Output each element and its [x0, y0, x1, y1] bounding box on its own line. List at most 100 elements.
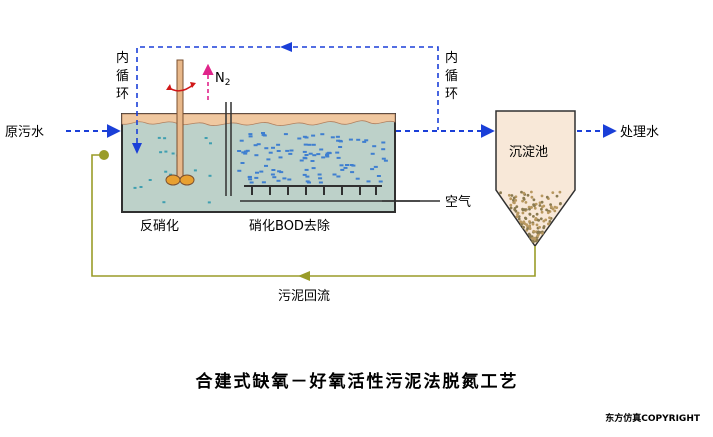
- bubble: [336, 175, 341, 178]
- bubble: [339, 164, 344, 167]
- sludge-particle: [510, 194, 514, 197]
- sludge-particle: [532, 198, 536, 202]
- sludge-particle: [509, 203, 513, 207]
- sludge-particle: [526, 227, 529, 231]
- bubble: [253, 144, 258, 147]
- sludge-particle: [513, 201, 516, 205]
- bubble: [271, 169, 276, 171]
- bubble: [310, 160, 315, 162]
- sludge-particle: [512, 198, 515, 202]
- sludge-particle: [537, 230, 540, 234]
- bubble: [335, 151, 340, 154]
- bubble: [311, 134, 316, 137]
- bubble: [330, 136, 335, 139]
- bubble: [307, 143, 312, 146]
- sludge-particle: [542, 226, 546, 230]
- sedimentation-tank-label: 沉淀池: [509, 145, 548, 160]
- bubble: [164, 150, 168, 153]
- bubble: [336, 156, 341, 159]
- bubble: [304, 154, 309, 156]
- bubble: [318, 177, 323, 180]
- stirrer-icon: [165, 59, 196, 186]
- bubble: [249, 181, 254, 184]
- sludge-particle: [551, 207, 555, 211]
- sludge-particle: [532, 215, 535, 218]
- sludge-particle: [559, 202, 562, 205]
- inner-circulation-loop: [132, 42, 439, 154]
- sludge-particle: [539, 217, 543, 221]
- sludge-return-loop: [91, 150, 536, 281]
- bubble: [243, 152, 248, 155]
- bubble: [318, 181, 323, 184]
- sludge-particle: [507, 193, 511, 197]
- bubble: [271, 146, 275, 149]
- bubble: [345, 164, 349, 166]
- bubble: [383, 159, 388, 162]
- sludge-particle: [537, 218, 541, 222]
- bubble: [381, 148, 386, 151]
- sludge-particle: [522, 191, 526, 195]
- bubble: [381, 157, 386, 160]
- bubble: [207, 201, 211, 204]
- n2-label: N2: [215, 71, 230, 88]
- nitrification-bod-label: 硝化BOD去除: [249, 219, 330, 234]
- bubble: [319, 148, 324, 151]
- bubble: [270, 173, 275, 176]
- raw-sewage-label: 原污水: [5, 125, 44, 140]
- sludge-particle: [548, 220, 552, 223]
- bubble: [376, 175, 381, 177]
- bubble: [164, 170, 168, 173]
- bubble: [240, 162, 245, 164]
- diagram-title: 合建式缺氧－好氧活性污泥法脱氮工艺: [196, 371, 519, 392]
- bubble: [254, 176, 259, 179]
- inner-circulation-label-left-2: 循: [116, 69, 129, 84]
- bubble: [303, 143, 308, 146]
- bubble: [372, 145, 377, 148]
- bubble: [272, 176, 277, 179]
- sludge-particle: [528, 212, 532, 216]
- bubble: [261, 133, 266, 136]
- bubble: [239, 139, 244, 142]
- bubble: [204, 137, 208, 139]
- bubble: [248, 135, 253, 138]
- sludge-particle: [558, 190, 562, 194]
- sludge-particle: [521, 199, 524, 203]
- bubble: [338, 140, 343, 143]
- sludge-particle: [548, 216, 551, 220]
- sludge-particle: [534, 218, 537, 222]
- bubble: [248, 133, 253, 136]
- sludge-particle: [533, 206, 537, 210]
- bubble: [163, 137, 167, 140]
- bubble: [276, 179, 281, 182]
- bubble: [350, 171, 355, 174]
- sludge-particle: [527, 232, 531, 236]
- bubble: [349, 164, 354, 166]
- sludge-particle: [553, 209, 557, 213]
- sludge-particle: [520, 223, 523, 227]
- bubble: [261, 181, 266, 184]
- bubble: [317, 173, 322, 176]
- treated-water-label: 处理水: [620, 125, 659, 140]
- sludge-particle: [509, 197, 513, 201]
- air-bubbles: [133, 132, 388, 204]
- sludge-particle: [517, 217, 521, 221]
- sludge-particle: [532, 229, 536, 233]
- bubble: [316, 153, 321, 156]
- inner-circulation-label-left-1: 内: [116, 50, 129, 66]
- bubble: [285, 149, 290, 152]
- bubble: [193, 169, 197, 172]
- sludge-particle: [547, 222, 550, 226]
- bubble: [340, 168, 345, 171]
- bubble: [237, 169, 242, 172]
- bubble: [307, 181, 311, 184]
- sludge-particle: [519, 220, 522, 224]
- sludge-particle: [541, 205, 544, 209]
- denitrification-label: 反硝化: [140, 219, 179, 234]
- bubble: [302, 135, 307, 138]
- sludge-particle: [535, 212, 539, 216]
- sludge-particle: [531, 239, 535, 243]
- bubble: [370, 168, 375, 171]
- inner-circulation-label-right-2: 循: [445, 69, 458, 84]
- sludge-particle: [514, 199, 518, 202]
